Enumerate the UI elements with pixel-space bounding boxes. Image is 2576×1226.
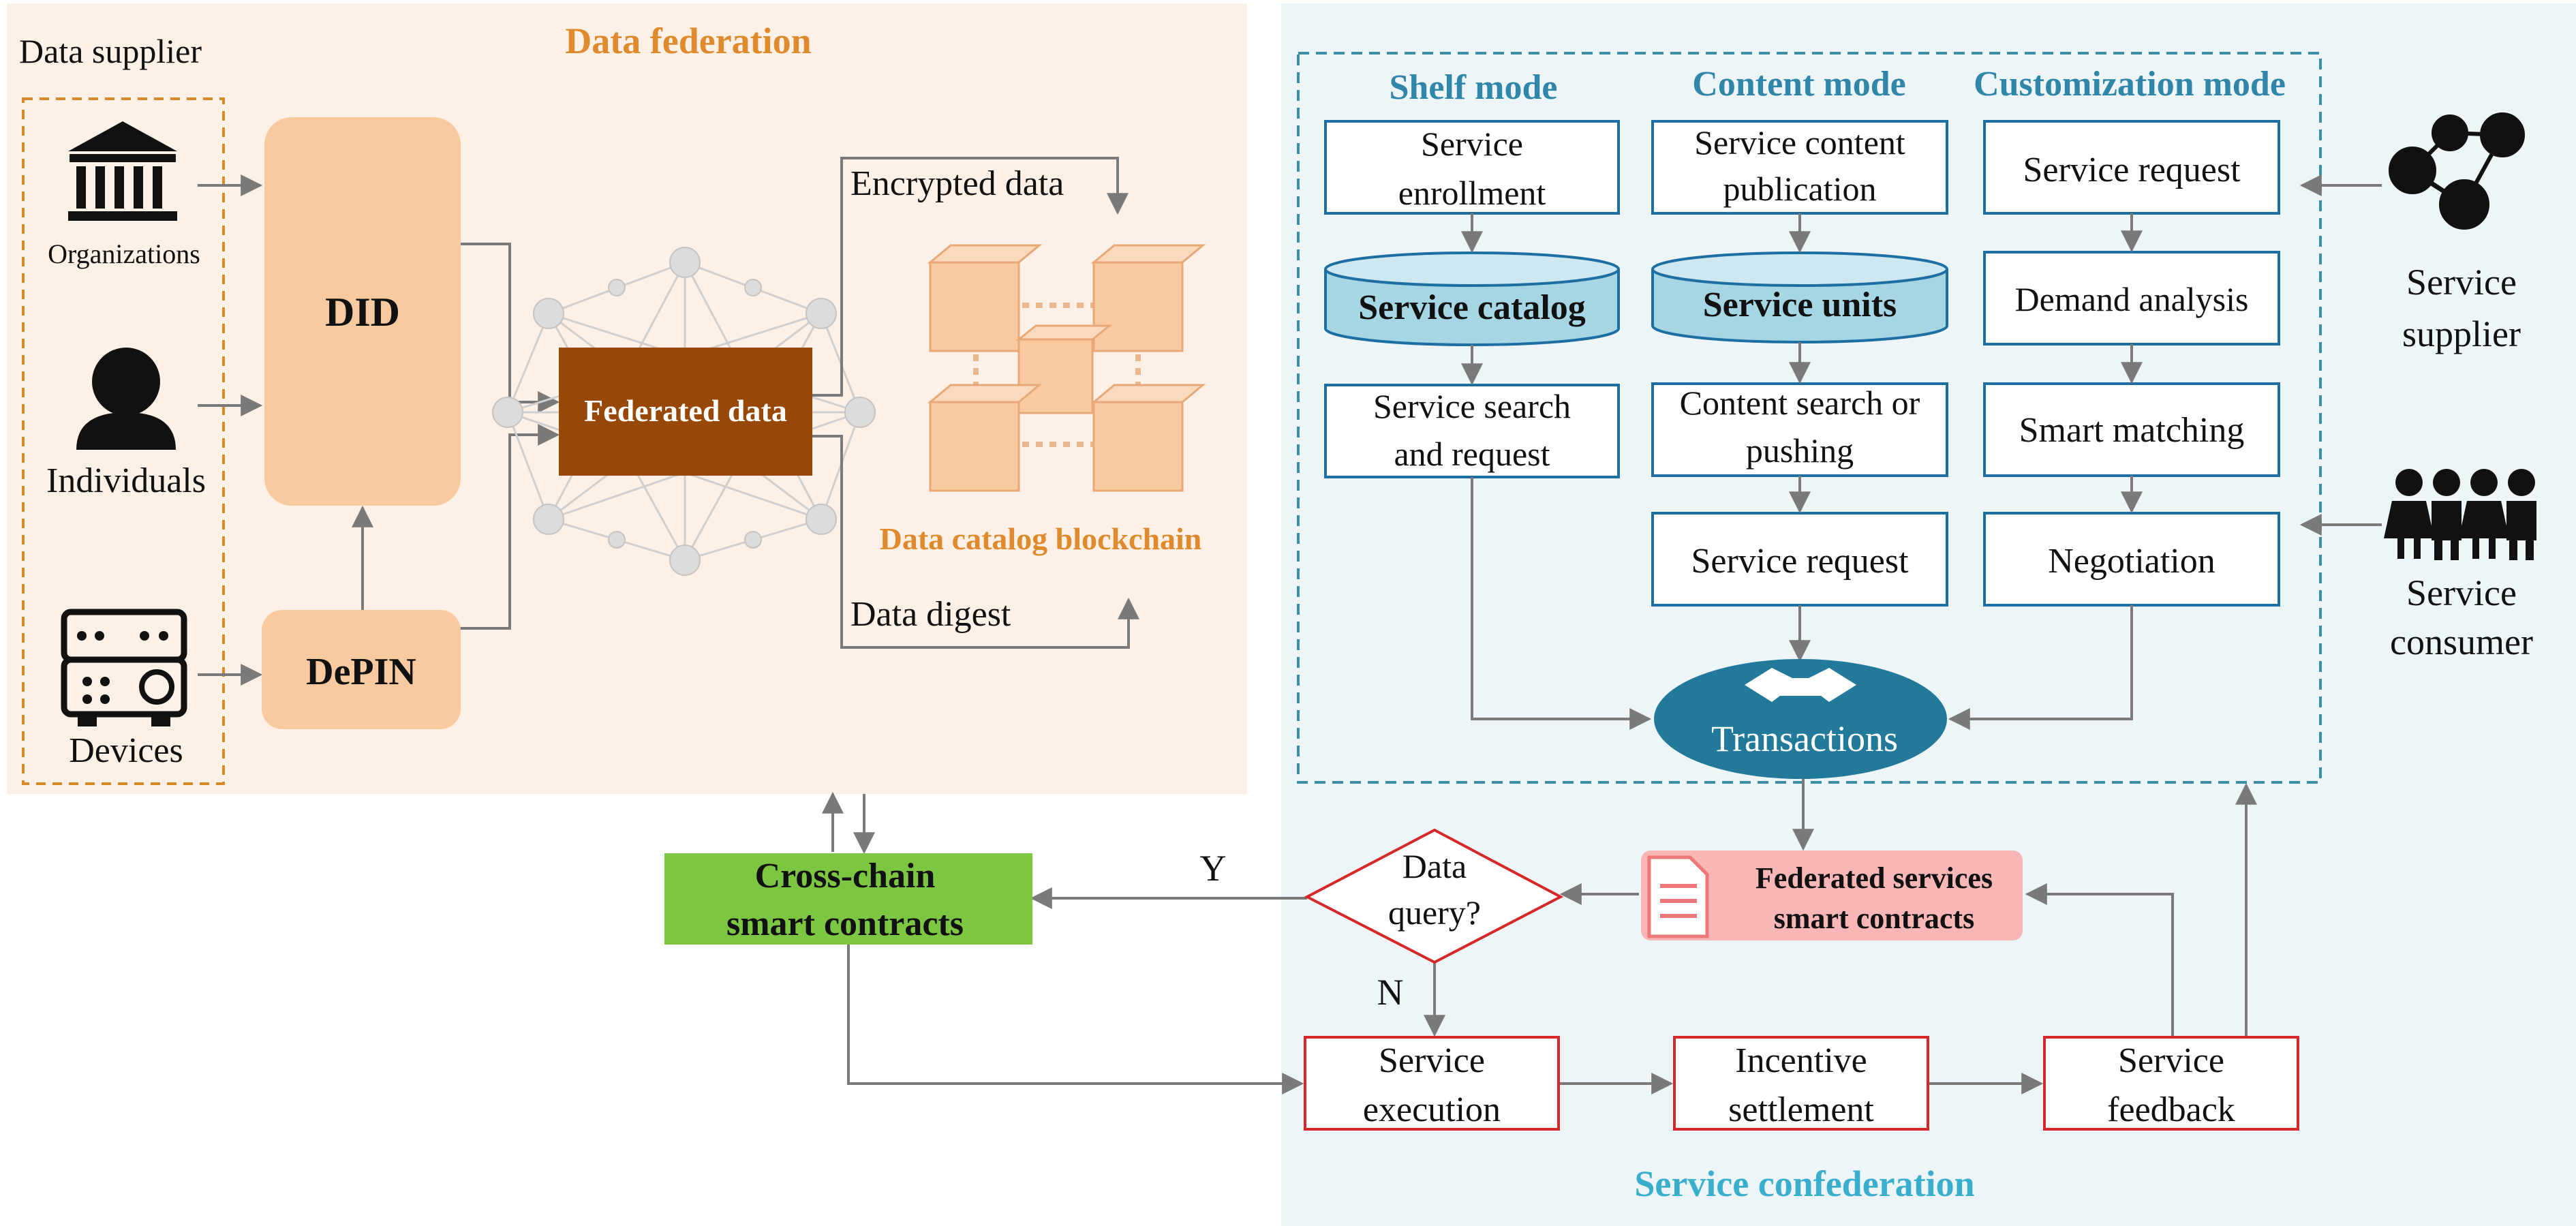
transactions-label: Transactions (1711, 718, 1898, 759)
individual-icon (76, 348, 176, 450)
blockchain-icon (927, 244, 1206, 492)
demand-analysis-label: Demand analysis (2015, 280, 2249, 318)
arrow-custom-transactions (1948, 605, 2133, 730)
federated-contracts-line1: Federated services (1755, 861, 1993, 895)
transactions-node (1654, 659, 1947, 779)
data-supplier-group (22, 97, 225, 785)
service-feedback-line2: feedback (2107, 1090, 2235, 1129)
service-feedback-box (2043, 1036, 2299, 1131)
service-catalog-db (1324, 251, 1620, 346)
service-consumer-icon (2384, 469, 2536, 560)
no-label: N (1377, 972, 1404, 1013)
individuals-label: Individuals (46, 461, 206, 500)
service-execution-box (1304, 1036, 1560, 1131)
content-service-request-box (1651, 512, 1948, 607)
did-box (264, 117, 461, 506)
service-consumer-line2: consumer (2390, 622, 2533, 662)
content-search-line1: Content search or (1680, 384, 1920, 422)
data-query-line2: query? (1388, 893, 1481, 932)
service-confederation-title: Service confederation (1634, 1163, 1974, 1204)
shelf-mode-title: Shelf mode (1390, 68, 1558, 107)
network-node-icons (492, 247, 876, 576)
data-digest-label: Data digest (850, 595, 1011, 634)
depin-label: DePIN (306, 651, 416, 693)
content-publication-line2: publication (1723, 170, 1877, 208)
service-execution-line2: execution (1363, 1090, 1501, 1129)
service-enrollment-line2: enrollment (1398, 174, 1546, 212)
data-supplier-label: Data supplier (19, 32, 202, 70)
organizations-label: Organizations (48, 239, 200, 269)
demand-analysis-box (1983, 251, 2280, 346)
negotiation-label: Negotiation (2048, 542, 2215, 581)
service-supplier-icon (2389, 112, 2525, 230)
arrow-feedback-contracts (2025, 883, 2174, 1036)
smart-matching-box (1983, 382, 2280, 477)
depin-box (262, 610, 461, 729)
encrypted-data-label: Encrypted data (850, 164, 1064, 203)
cross-chain-line1: Cross-chain (755, 857, 936, 895)
service-search-line2: and request (1394, 435, 1550, 473)
arrow-crosschain-execution (847, 942, 1304, 1094)
arrow-depin-federated (460, 424, 560, 630)
content-service-request-label: Service request (1691, 542, 1909, 581)
federated-contracts-box (1641, 850, 2023, 940)
arrow-data-digest (812, 435, 1139, 649)
federated-data-label: Federated data (584, 393, 787, 428)
document-icon (1647, 855, 1709, 938)
service-units-db (1651, 251, 1948, 343)
handshake-icon (1745, 668, 1856, 702)
service-search-line1: Service search (1373, 387, 1571, 425)
incentive-settlement-line2: settlement (1728, 1090, 1874, 1129)
smart-matching-label: Smart matching (2019, 411, 2245, 450)
custom-service-request-box (1983, 120, 2280, 215)
incentive-settlement-box (1673, 1036, 1929, 1131)
device-icon (61, 609, 187, 726)
cross-chain-box (664, 853, 1032, 945)
service-consumer-line1: Service (2406, 572, 2517, 613)
service-enrollment-box (1324, 120, 1620, 215)
service-modes-group (1297, 52, 2322, 784)
organization-icon (68, 121, 177, 221)
content-publication-box (1651, 120, 1948, 215)
customization-mode-title: Customization mode (1974, 65, 2286, 104)
service-execution-line1: Service (1379, 1041, 1485, 1080)
arrow-encrypted-data (812, 157, 1129, 397)
content-search-line2: pushing (1746, 431, 1854, 470)
content-mode-title: Content mode (1692, 65, 1905, 104)
data-query-decision (1304, 828, 1564, 964)
content-publication-line1: Service content (1694, 123, 1905, 162)
service-units-label: Service units (1703, 286, 1897, 324)
did-label: DID (325, 290, 400, 335)
arrow-shelf-transactions (1471, 477, 1652, 730)
service-supplier-line1: Service (2406, 262, 2517, 303)
devices-label: Devices (69, 731, 183, 770)
service-supplier-line2: supplier (2402, 313, 2521, 354)
incentive-settlement-line1: Incentive (1735, 1041, 1867, 1080)
service-feedback-line1: Service (2118, 1041, 2224, 1080)
service-enrollment-line1: Service (1421, 125, 1523, 163)
arrow-did-federated (460, 243, 560, 413)
federated-contracts-line2: smart contracts (1774, 902, 1974, 935)
custom-service-request-label: Service request (2023, 151, 2241, 189)
service-catalog-label: Service catalog (1358, 288, 1586, 327)
yes-label: Y (1200, 848, 1227, 889)
cross-chain-line2: smart contracts (726, 904, 964, 943)
data-query-line1: Data (1402, 847, 1467, 885)
data-federation-title: Data federation (565, 20, 811, 61)
federated-data-box (559, 348, 812, 476)
blockchain-label: Data catalog blockchain (880, 521, 1202, 556)
